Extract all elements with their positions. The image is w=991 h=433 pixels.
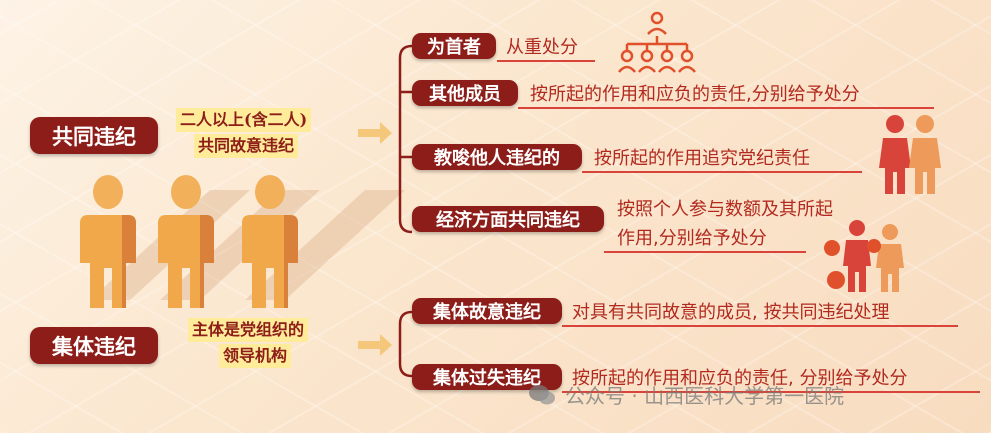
item-collective-negligent-desc: 按所起的作用和应负的责任, 分别给予处分: [572, 368, 908, 389]
underline: [582, 171, 862, 173]
arrow-icon: [358, 334, 392, 356]
joint-condition-line2: 共同故意违纪: [194, 134, 299, 158]
person-figure-icon: [80, 175, 136, 308]
hierarchy-icon: [618, 11, 696, 73]
item-other-members-desc: 按所起的作用和应负的责任,分别给予处分: [530, 84, 860, 105]
person-figure-icon: [242, 175, 298, 308]
watermark: 公众号 · 山西医科大学第一医院: [527, 380, 844, 409]
person-figures: [80, 175, 298, 308]
collective-condition-line2: 领导机构: [219, 344, 292, 368]
item-collective-intentional-label: 集体故意违纪: [412, 298, 562, 324]
person-figure-icon: [158, 175, 214, 308]
collective-violation-label: 集体违纪: [30, 327, 158, 364]
underline: [562, 325, 958, 327]
item-leader-label: 为首者: [412, 33, 496, 59]
collective-condition-line1: 主体是党组织的: [188, 318, 309, 342]
arrow-icon: [358, 122, 392, 144]
joint-condition-line1: 二人以上(含二人): [176, 108, 312, 132]
money-exchange-icon: [824, 220, 904, 292]
item-economic-desc-line2: 作用,分别给予处分: [617, 228, 767, 249]
watermark-text: 公众号 · 山西医科大学第一医院: [565, 384, 845, 408]
underline: [497, 60, 595, 62]
item-economic-desc-line1: 按照个人参与数额及其所起: [617, 199, 833, 220]
whisper-people-icon: [879, 115, 941, 194]
item-collective-negligent-label: 集体过失违纪: [412, 364, 562, 390]
wechat-icon: [529, 384, 555, 404]
item-leader-desc: 从重处分: [506, 37, 578, 58]
joint-violation-label: 共同违纪: [30, 117, 158, 154]
underline: [604, 251, 806, 253]
underline: [562, 391, 980, 393]
item-collective-intentional-desc: 对具有共同故意的成员, 按共同违纪处理: [572, 302, 890, 323]
item-other-members-label: 其他成员: [412, 80, 518, 106]
branch-connectors: [398, 44, 413, 378]
item-instigator-label: 教唆他人违纪的: [412, 144, 582, 170]
underline: [518, 107, 934, 109]
item-economic-label: 经济方面共同违纪: [412, 206, 604, 232]
item-instigator-desc: 按所起的作用追究党纪责任: [594, 148, 810, 169]
